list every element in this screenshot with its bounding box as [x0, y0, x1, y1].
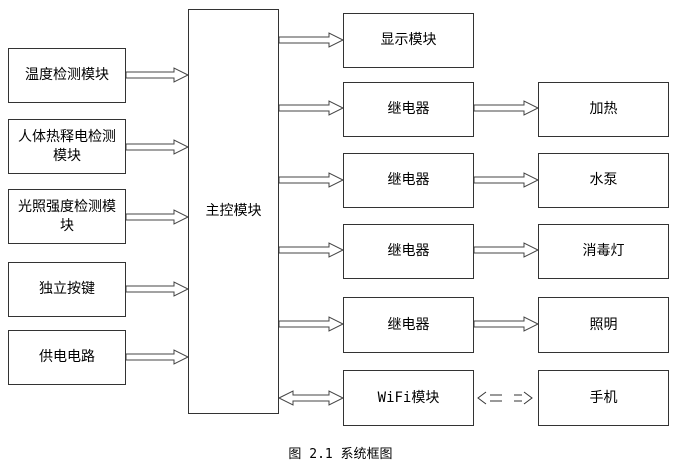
- output-uv-lamp: 消毒灯: [538, 224, 669, 279]
- output-arrow: [278, 242, 345, 258]
- output-arrow: [278, 32, 345, 48]
- main-controller: 主控模块: [188, 9, 279, 414]
- figure-caption: 图 2.1 系统框图: [288, 447, 393, 461]
- output-arrow: [278, 100, 345, 116]
- input-arrow: [125, 139, 190, 155]
- wireless-dashed-arrow: [477, 391, 533, 405]
- input-power: 供电电路: [8, 330, 126, 385]
- wifi-module: WiFi模块: [343, 370, 474, 426]
- input-arrow: [125, 209, 190, 225]
- output-arrow: [278, 172, 345, 188]
- wifi-bidirectional-arrow: [277, 390, 345, 406]
- input-arrow: [125, 349, 190, 365]
- relay-arrow: [473, 316, 540, 332]
- output-pump: 水泵: [538, 153, 669, 208]
- output-phone: 手机: [538, 370, 669, 426]
- output-lighting: 照明: [538, 297, 669, 353]
- input-temperature-module: 温度检测模块: [8, 48, 126, 103]
- relay-arrow: [473, 242, 540, 258]
- relay-arrow: [473, 172, 540, 188]
- relay-2: 继电器: [343, 153, 474, 208]
- input-pir-module: 人体热释电检测模块: [8, 119, 126, 174]
- relay-4: 继电器: [343, 297, 474, 353]
- input-arrow: [125, 281, 190, 297]
- display-module: 显示模块: [343, 13, 474, 68]
- input-arrow: [125, 67, 190, 83]
- relay-1: 继电器: [343, 82, 474, 137]
- input-light-module: 光照强度检测模块: [8, 189, 126, 244]
- output-arrow: [278, 316, 345, 332]
- relay-arrow: [473, 100, 540, 116]
- output-heating: 加热: [538, 82, 669, 137]
- relay-3: 继电器: [343, 224, 474, 279]
- input-button: 独立按键: [8, 262, 126, 317]
